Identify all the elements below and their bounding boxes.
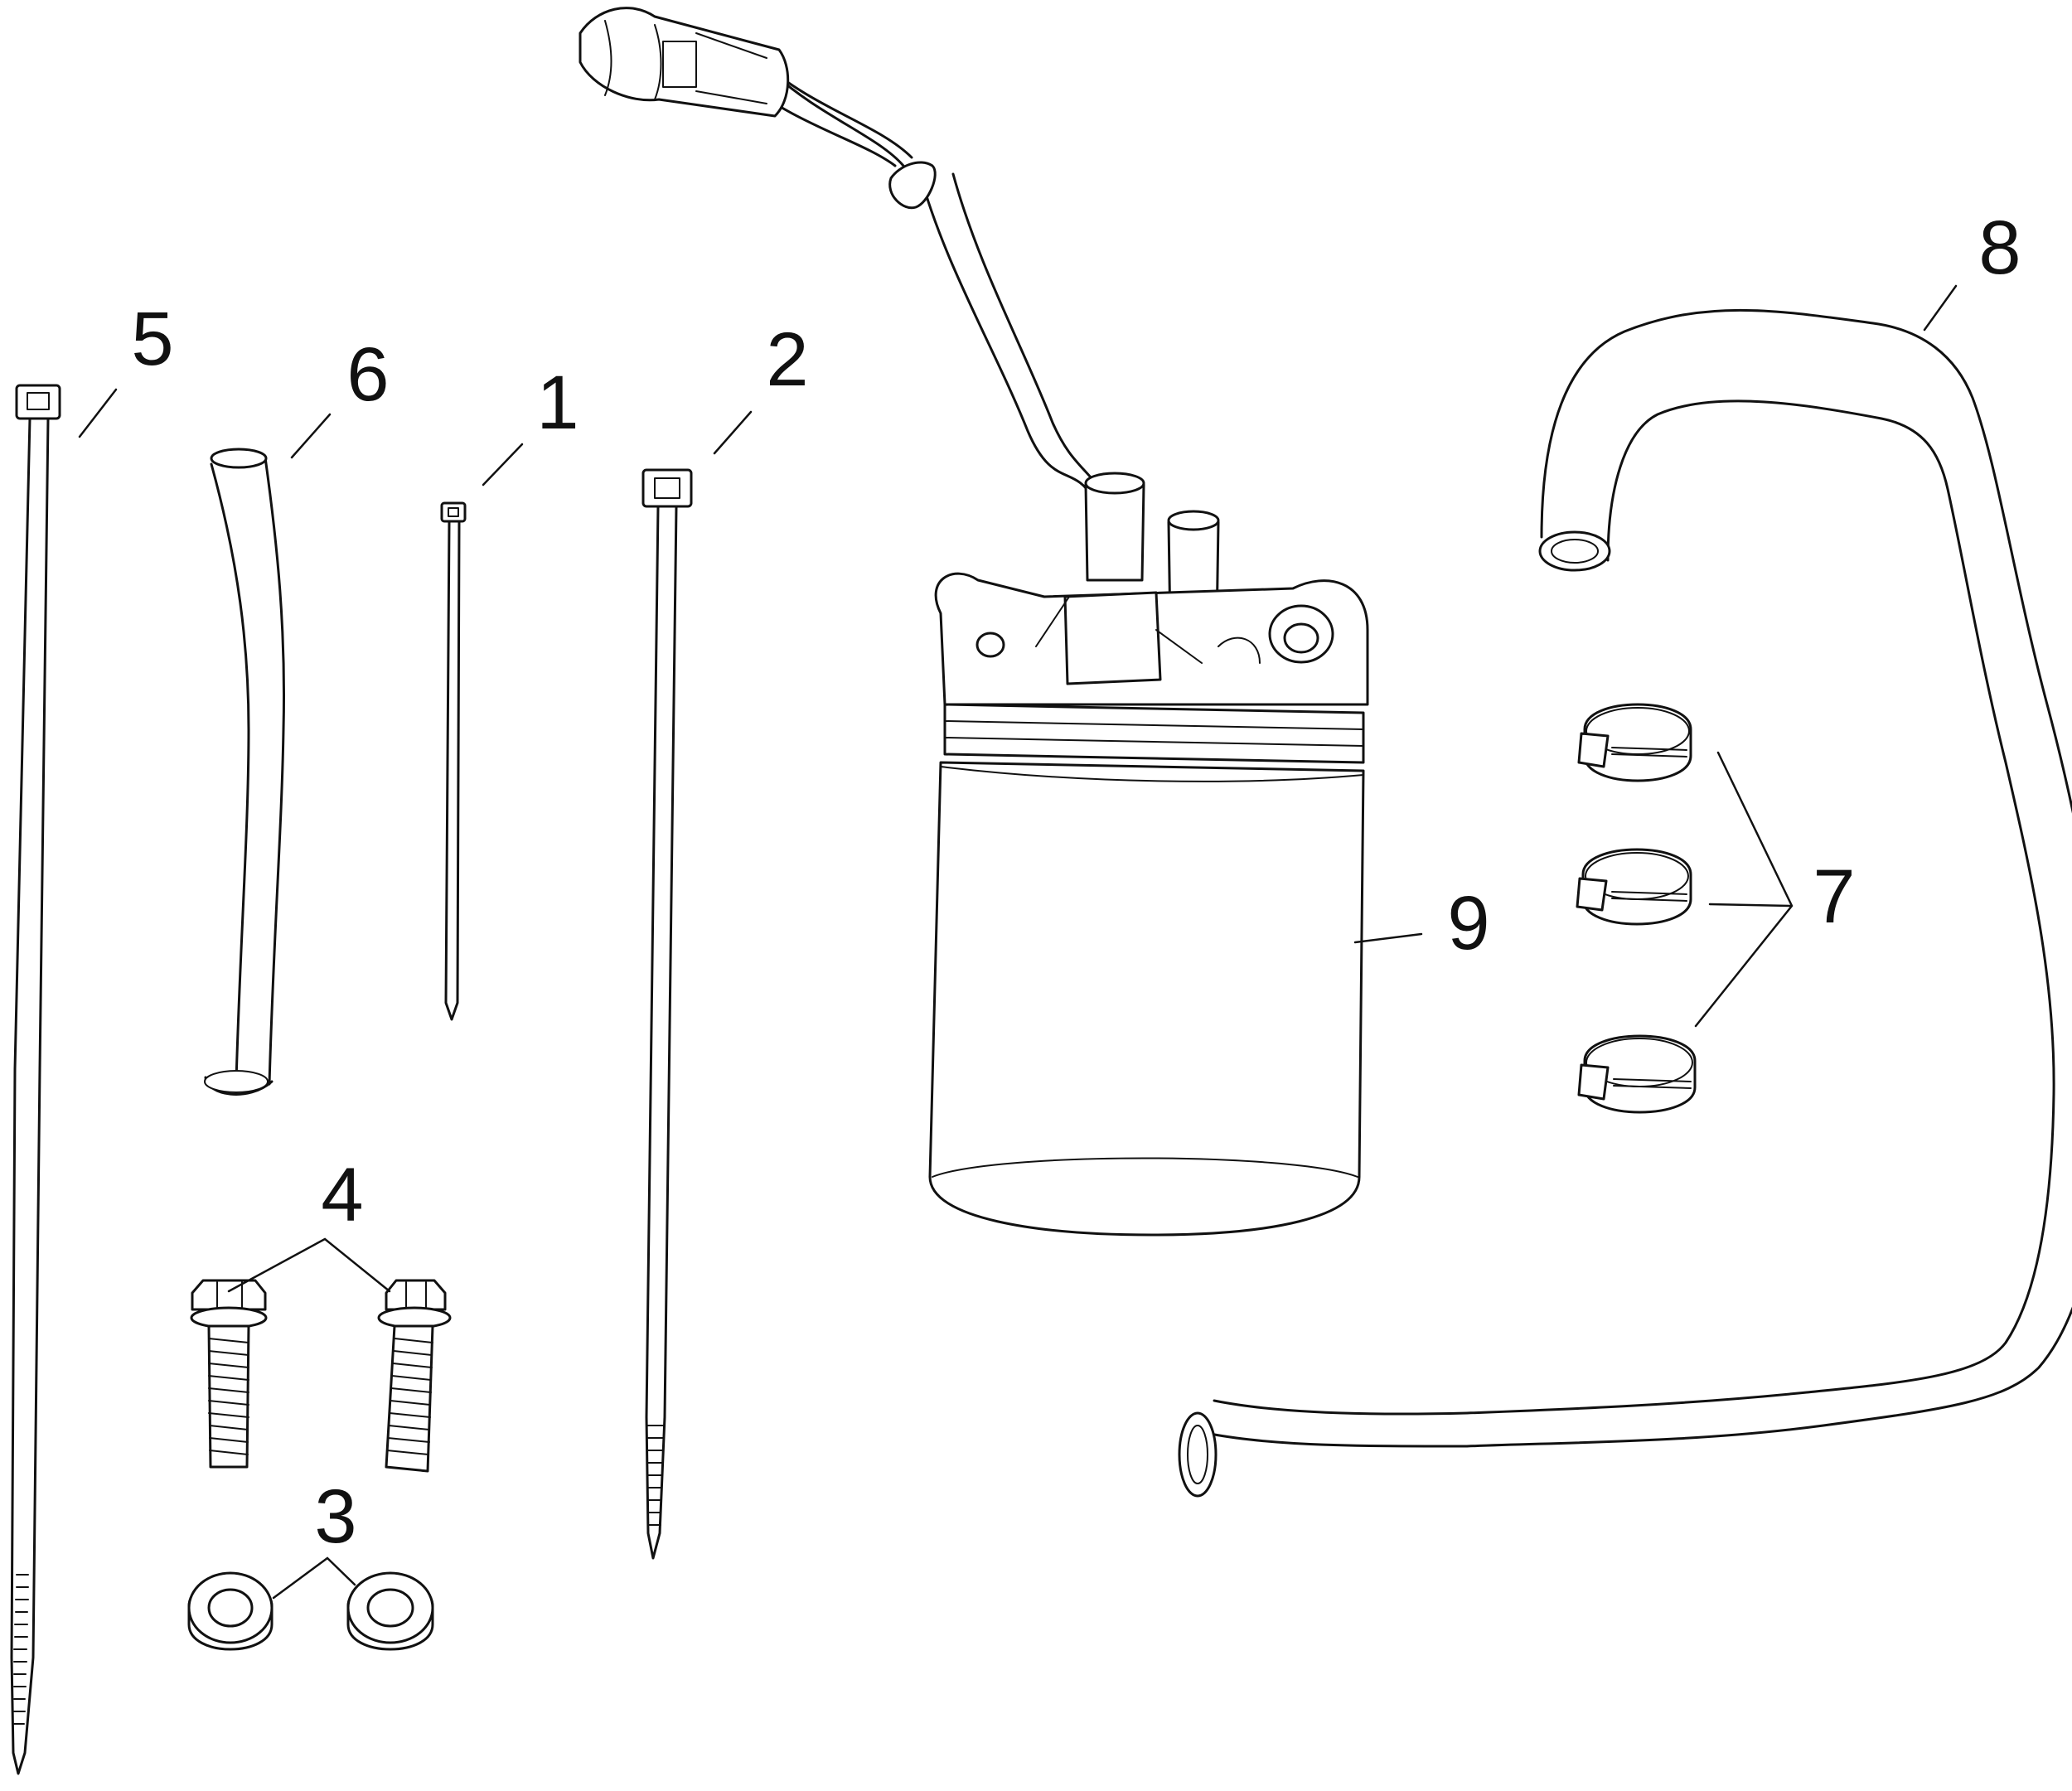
callout-2: 2 bbox=[766, 317, 808, 402]
grommet-left bbox=[187, 1571, 274, 1651]
callout-6: 6 bbox=[346, 332, 389, 417]
hose-clamp-bottom bbox=[1577, 1034, 1697, 1114]
leader-lines bbox=[78, 284, 1958, 1600]
fuel-filter-assembly bbox=[579, 7, 1369, 1237]
callout-3: 3 bbox=[314, 1474, 356, 1559]
bolt-left bbox=[190, 1279, 268, 1469]
hose-clamp-top bbox=[1577, 703, 1692, 782]
hose-clamp-middle bbox=[1576, 848, 1692, 926]
leader-4 bbox=[227, 1237, 391, 1293]
callout-1: 1 bbox=[536, 361, 579, 445]
hose-formed bbox=[1178, 308, 2072, 1498]
cable-tie-medium bbox=[641, 468, 693, 1560]
callout-7: 7 bbox=[1813, 854, 1855, 939]
cable-tie-long bbox=[10, 384, 61, 1775]
bolt-right bbox=[377, 1279, 452, 1473]
leader-5 bbox=[78, 388, 118, 438]
leader-3 bbox=[272, 1556, 356, 1600]
leader-6 bbox=[290, 413, 332, 459]
leader-1 bbox=[482, 443, 524, 486]
leader-8 bbox=[1923, 284, 1958, 332]
grommet-right bbox=[346, 1571, 434, 1651]
hose-short bbox=[204, 448, 286, 1096]
leader-7 bbox=[1694, 751, 1794, 1028]
callout-5: 5 bbox=[131, 297, 173, 381]
callout-8: 8 bbox=[1978, 206, 2021, 290]
callout-4: 4 bbox=[321, 1153, 363, 1237]
cable-tie-small bbox=[440, 501, 467, 1021]
callouts: 5 6 1 2 8 7 9 4 3 bbox=[131, 206, 2021, 1559]
callout-9: 9 bbox=[1447, 881, 1489, 966]
leader-9 bbox=[1353, 932, 1423, 944]
leader-2 bbox=[713, 410, 753, 455]
